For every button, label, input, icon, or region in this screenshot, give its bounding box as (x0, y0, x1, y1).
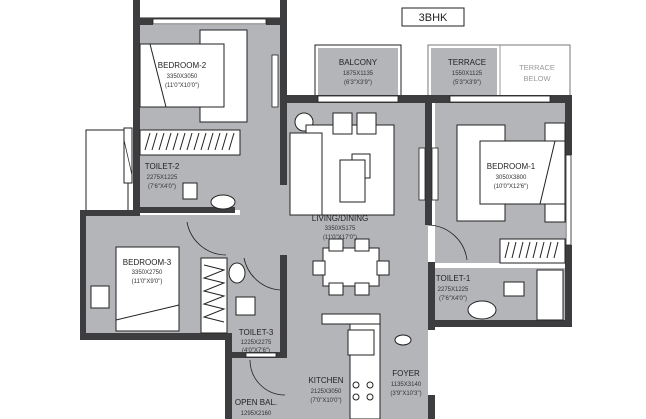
wardrobe-bedroom-2 (139, 129, 241, 156)
wardrobe-bedroom-1 (499, 238, 566, 264)
svg-text:(7'6"X4'0"): (7'6"X4'0") (439, 296, 467, 302)
label-toilet-2: TOILET-2 2275X1225 (7'6"X4'0") (145, 162, 180, 190)
label-bedroom-1: BEDROOM-1 3050X3800 (10'0"X12'6") (487, 162, 536, 190)
svg-text:BELOW: BELOW (523, 74, 551, 83)
terrace-floor (431, 48, 497, 96)
svg-text:OPEN BAL.: OPEN BAL. (235, 398, 277, 407)
svg-text:FOYER: FOYER (392, 369, 420, 378)
bed-bedroom-2 (139, 29, 248, 123)
wc-toilet-1 (503, 281, 525, 297)
svg-text:TOILET-2: TOILET-2 (145, 162, 180, 171)
svg-text:(3'9"X10'3"): (3'9"X10'3") (390, 391, 421, 397)
basin-toilet-2 (210, 194, 236, 210)
svg-text:1295X2160: 1295X2160 (241, 411, 272, 417)
kitchen-counter-top (321, 313, 381, 325)
windows (152, 18, 572, 358)
svg-text:TERRACE: TERRACE (519, 63, 555, 72)
label-foyer: FOYER 1135X3140 (3'9"X10'3") (390, 369, 421, 397)
svg-text:1225X2275: 1225X2275 (241, 340, 272, 346)
svg-text:3350X3050: 3350X3050 (167, 74, 198, 80)
sink (347, 329, 375, 356)
label-toilet-1: TOILET-1 2275X1225 (7'6"X4'0") (436, 274, 471, 302)
dining-set (312, 238, 390, 296)
label-open-balcony: OPEN BAL. 1295X2160 (235, 398, 277, 417)
svg-text:2125X3050: 2125X3050 (311, 389, 342, 395)
shower (536, 269, 564, 321)
entry-shoe-icon (394, 334, 412, 346)
stove (352, 381, 374, 401)
label-terrace-below: TERRACE BELOW (519, 63, 555, 83)
svg-text:3BHK: 3BHK (419, 12, 448, 24)
label-toilet-3: TOILET-3 1225X2275 (4'0"X7'6") (239, 328, 274, 354)
svg-text:3350X5175: 3350X5175 (325, 226, 356, 232)
svg-text:(6'3"X3'9"): (6'3"X3'9") (344, 80, 372, 86)
upper-balcony-outline (133, 0, 287, 22)
wc-toilet-2 (182, 182, 198, 200)
label-bedroom-3: BEDROOM-3 3350X2750 (11'0"X9'0") (123, 258, 172, 285)
svg-text:(11'0"X9'0"): (11'0"X9'0") (132, 279, 163, 285)
coffee-table (339, 159, 366, 203)
svg-text:(7'0"X10'0"): (7'0"X10'0") (310, 398, 341, 404)
svg-text:LIVING/DINING: LIVING/DINING (312, 214, 368, 223)
svg-text:(5'3"X3'9"): (5'3"X3'9") (453, 80, 481, 86)
wc-toilet-3 (235, 296, 256, 316)
svg-text:1135X3140: 1135X3140 (391, 382, 422, 388)
svg-text:BEDROOM-2: BEDROOM-2 (158, 61, 207, 70)
basin-toilet-1 (467, 300, 497, 320)
svg-text:(4'0"X7'6"): (4'0"X7'6") (242, 348, 270, 354)
label-kitchen: KITCHEN 2125X3050 (7'0"X10'0") (308, 376, 343, 404)
svg-text:BALCONY: BALCONY (339, 58, 378, 67)
svg-text:3050X3800: 3050X3800 (496, 175, 527, 181)
unit-type-tag: 3BHK (401, 7, 465, 27)
bed-bedroom-1 (456, 122, 566, 223)
label-living-dining: LIVING/DINING 3350X5175 (11'0"X17'0") (312, 214, 368, 241)
bed-bedroom-3 (90, 246, 180, 332)
label-terrace: TERRACE 1550X1125 (5'3"X3'9") (448, 58, 486, 86)
label-balcony: BALCONY 1875X1135 (6'3"X3'9") (339, 58, 378, 86)
svg-text:3350X2750: 3350X2750 (132, 270, 163, 276)
svg-text:(11'0"X17'0"): (11'0"X17'0") (323, 235, 357, 241)
label-bedroom-2: BEDROOM-2 3350X3050 (11'0"X10'0") (158, 61, 207, 89)
svg-text:(7'6"X4'0"): (7'6"X4'0") (148, 184, 176, 190)
open-balcony-floor (230, 358, 285, 419)
svg-text:1875X1135: 1875X1135 (343, 71, 374, 77)
svg-text:(10'0"X12'6"): (10'0"X12'6") (494, 184, 529, 190)
svg-text:TOILET-3: TOILET-3 (239, 328, 274, 337)
svg-text:TERRACE: TERRACE (448, 58, 486, 67)
svg-text:2275X1225: 2275X1225 (147, 175, 178, 181)
svg-text:BEDROOM-1: BEDROOM-1 (487, 162, 536, 171)
svg-text:1550X1125: 1550X1125 (452, 71, 483, 77)
basin-toilet-3 (228, 262, 246, 284)
svg-text:BEDROOM-3: BEDROOM-3 (123, 258, 172, 267)
balcony-floor (318, 48, 398, 96)
svg-text:KITCHEN: KITCHEN (308, 376, 343, 385)
svg-text:(11'0"X10'0"): (11'0"X10'0") (165, 83, 199, 89)
svg-text:TOILET-1: TOILET-1 (436, 274, 471, 283)
sofa (289, 132, 323, 216)
svg-text:2275X1225: 2275X1225 (438, 287, 469, 293)
